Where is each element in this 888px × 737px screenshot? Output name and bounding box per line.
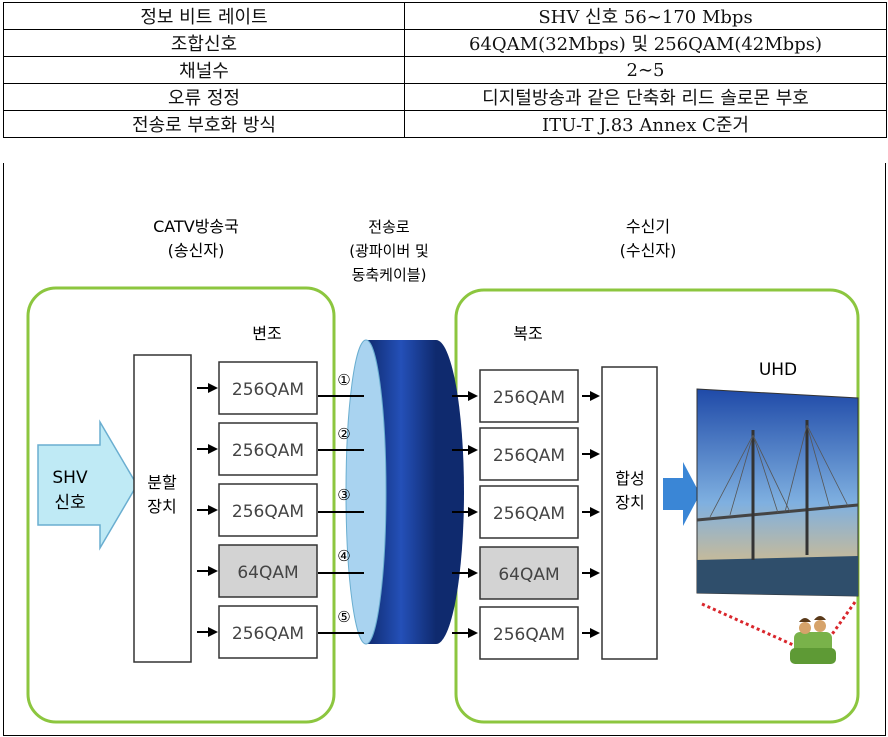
split-device xyxy=(133,354,192,663)
spec-table: 정보 비트 레이트 SHV 신호 56∼170 Mbps 조합신호 64QAM(… xyxy=(3,2,887,138)
modulator-box xyxy=(218,605,318,659)
demodulator-label: 256QAM xyxy=(493,446,565,466)
spec-value: 디지털방송과 같은 단축화 리드 솔로몬 부호 xyxy=(404,83,887,111)
display-label: UHD xyxy=(759,360,797,380)
modulator-label: 64QAM xyxy=(237,563,298,583)
demodulator-label: 256QAM xyxy=(493,504,565,524)
table-row: 조합신호 64QAM(32Mbps) 및 256QAM(42Mbps) xyxy=(3,29,887,57)
demodulator-box xyxy=(479,427,579,481)
input-label-2: 신호 xyxy=(54,493,85,513)
combine-device xyxy=(601,366,658,660)
modulator-label: 256QAM xyxy=(232,502,304,522)
table-row: 전송로 부호화 방식 ITU-T J.83 Annex C준거 xyxy=(3,110,887,138)
demod-to-combine-arrows xyxy=(582,391,600,638)
receiver-title: 수신기 xyxy=(626,217,670,236)
mod-label: 변조 xyxy=(252,324,281,343)
modulator-box xyxy=(218,361,318,415)
split-label-2: 장치 xyxy=(147,497,176,516)
sender-group xyxy=(26,286,336,724)
input-label-1: SHV xyxy=(52,468,88,488)
spec-value: 64QAM(32Mbps) 및 256QAM(42Mbps) xyxy=(404,29,887,57)
table-row: 오류 정정 디지털방송과 같은 단축화 리드 솔로몬 부호 xyxy=(3,83,887,111)
modulator-box xyxy=(218,544,318,598)
demodulator-label: 64QAM xyxy=(498,565,559,585)
shv-input-arrow xyxy=(37,419,138,551)
demodulator-box xyxy=(479,606,579,660)
channel-subtitle-2: 동축케이블) xyxy=(352,266,427,284)
diagram-frame xyxy=(3,163,886,736)
channel-title: 전송로 xyxy=(368,218,410,236)
modulator-label: 256QAM xyxy=(232,624,304,644)
output-arrow xyxy=(663,462,700,526)
modulator-label: 256QAM xyxy=(232,441,304,461)
modulator-label: 256QAM xyxy=(232,380,304,400)
channel-number: ⑤ xyxy=(337,608,350,626)
modulator-box xyxy=(218,422,318,476)
spec-value: ITU-T J.83 Annex C준거 xyxy=(404,110,887,138)
channel-number: ④ xyxy=(337,547,350,565)
demodulator-label: 256QAM xyxy=(493,388,565,408)
receiver-subtitle: (수신자) xyxy=(620,241,677,260)
channel-number: ③ xyxy=(337,486,350,504)
sender-subtitle: (송신자) xyxy=(168,241,225,260)
modulator-box xyxy=(218,483,318,537)
channel-number: ② xyxy=(337,425,350,443)
demodulator-box xyxy=(479,369,579,423)
demodulator-box xyxy=(479,485,579,539)
demodulator-box xyxy=(479,546,579,600)
cable-front xyxy=(345,339,387,645)
demod-label: 복조 xyxy=(513,324,542,343)
table-row: 채널수 2∼5 xyxy=(3,56,887,84)
viewers-icon xyxy=(790,616,836,664)
uhd-display-image xyxy=(696,388,859,597)
spec-value: SHV 신호 56∼170 Mbps xyxy=(404,2,887,30)
split-to-mod-arrows xyxy=(197,383,218,637)
table-row: 정보 비트 레이트 SHV 신호 56∼170 Mbps xyxy=(3,2,887,30)
channel-subtitle: (광파이버 및 xyxy=(349,242,429,260)
combine-label-1: 합성 xyxy=(615,469,644,488)
channel-lines xyxy=(318,391,478,638)
channel-number: ① xyxy=(337,371,350,389)
combine-label-2: 장치 xyxy=(615,493,644,512)
spec-key: 전송로 부호화 방식 xyxy=(3,110,405,138)
demodulator-label: 256QAM xyxy=(493,625,565,645)
spec-key: 정보 비트 레이트 xyxy=(3,2,405,30)
split-label-1: 분할 xyxy=(147,473,177,492)
spec-key: 오류 정정 xyxy=(3,83,405,111)
viewing-lines xyxy=(701,601,857,650)
sender-title: CATV방송국 xyxy=(153,217,239,236)
